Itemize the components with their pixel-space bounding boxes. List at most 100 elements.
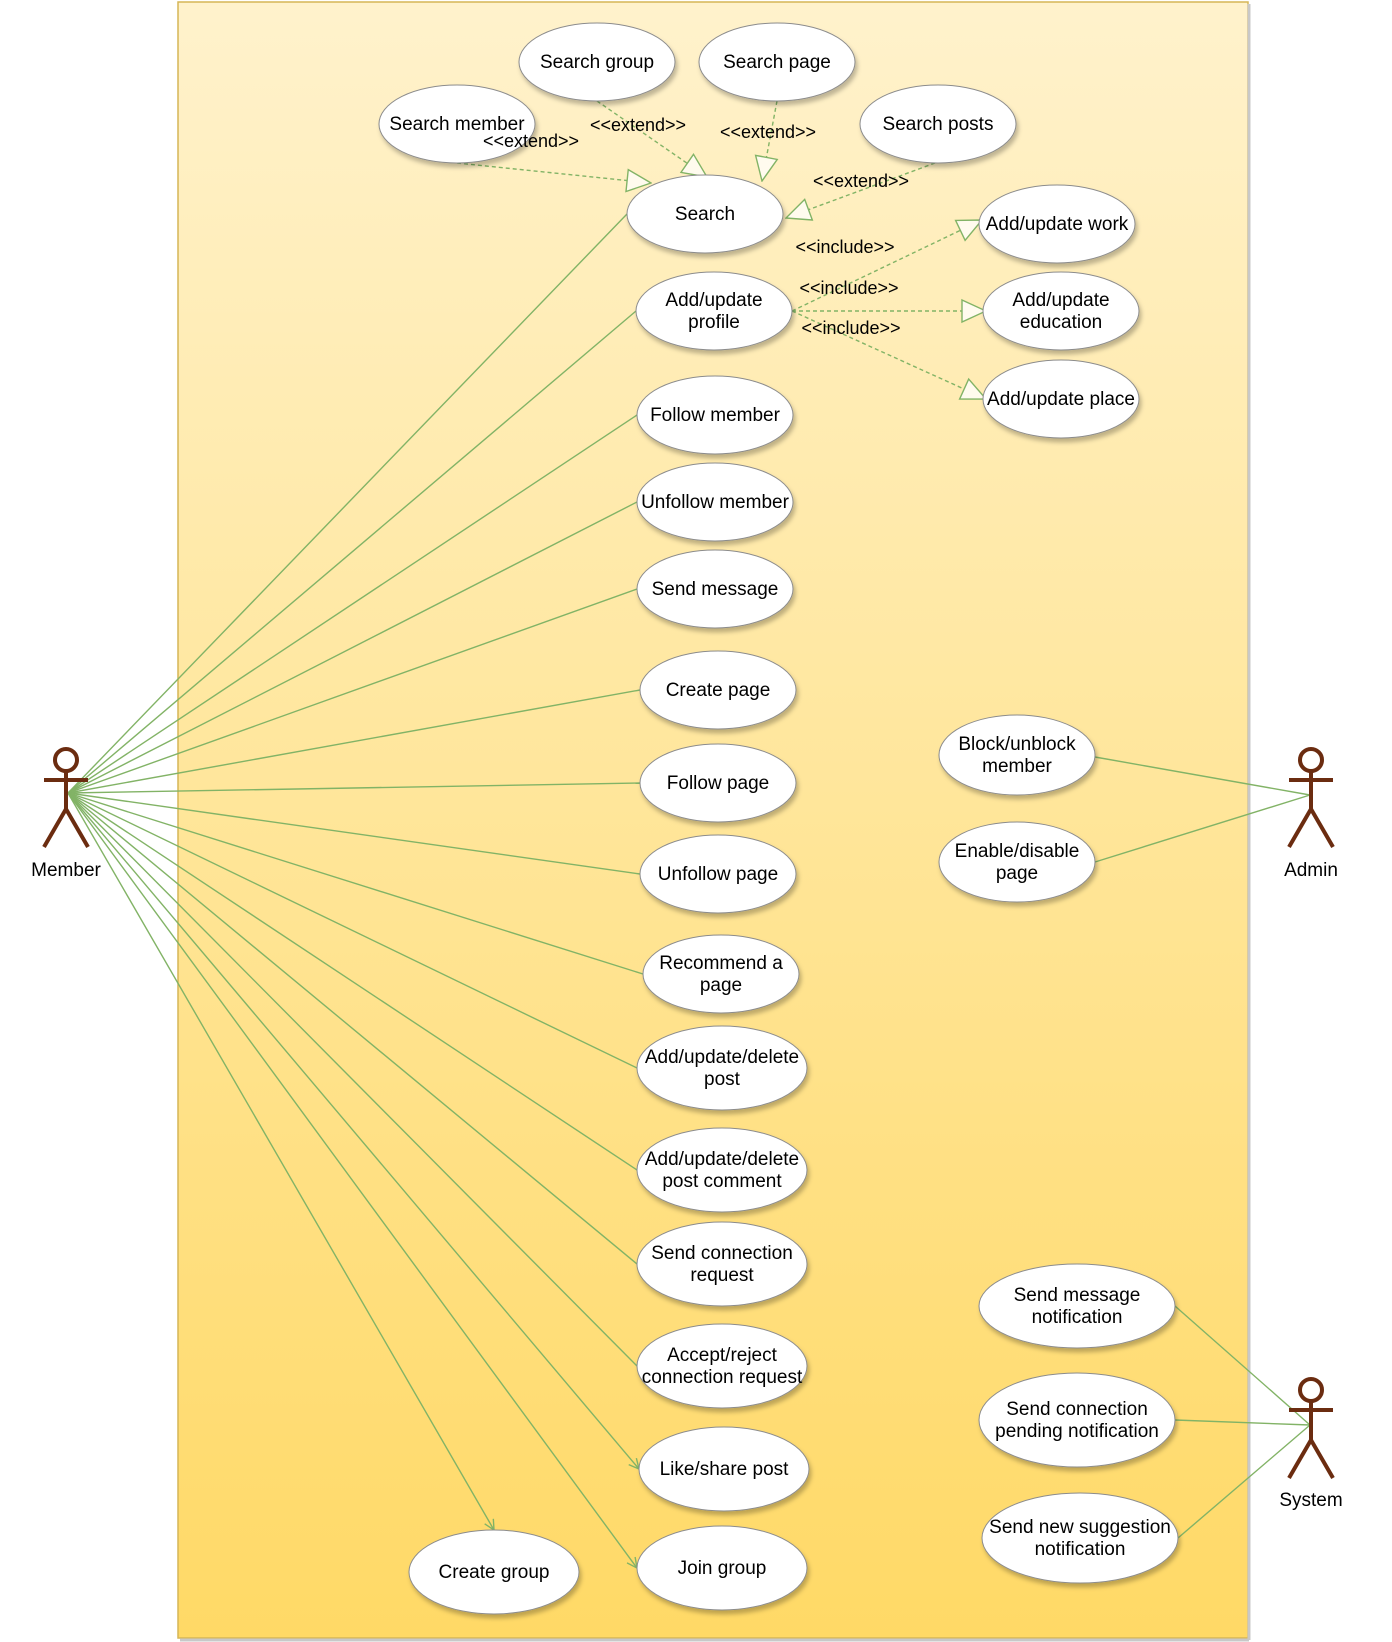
- use-case-join-group[interactable]: Join group: [636, 1525, 808, 1611]
- use-case-ellipse: [698, 22, 856, 102]
- dependency-line: [791, 220, 982, 312]
- use-case-ellipse: [638, 1426, 810, 1512]
- use-case-ellipse: [982, 359, 1140, 439]
- association-line: [67, 414, 638, 794]
- association-line: [67, 792, 638, 1367]
- include-label: <<include>>: [795, 237, 894, 257]
- use-case-ellipse: [642, 934, 800, 1014]
- use-case-ellipse: [378, 84, 536, 164]
- association-line: [67, 310, 637, 794]
- use-case-label: Follow member: [650, 405, 781, 426]
- association-line: [67, 588, 638, 794]
- use-case-label: Add/update place: [987, 389, 1135, 410]
- use-case-label: post: [704, 1069, 741, 1090]
- use-case-label: Like/share post: [660, 1459, 790, 1480]
- stick-figure-icon: [1287, 747, 1335, 849]
- use-case-create-page[interactable]: Create page: [639, 650, 797, 730]
- association-line: [67, 792, 644, 975]
- use-case-search-group[interactable]: Search group: [518, 22, 676, 102]
- use-case-search-page[interactable]: Search page: [698, 22, 856, 102]
- dependency-lines: [456, 100, 986, 399]
- use-case-label: page: [996, 863, 1038, 884]
- relation-labels: <<extend>><<extend>><<extend>><<extend>>…: [483, 115, 909, 338]
- use-case-label: Send message: [652, 579, 779, 600]
- use-case-label: notification: [1032, 1307, 1123, 1328]
- use-case-label: request: [690, 1265, 754, 1286]
- use-case-follow-page[interactable]: Follow page: [639, 743, 797, 823]
- use-case-ellipse: [639, 834, 797, 914]
- use-case-ellipse: [982, 271, 1140, 351]
- use-case-search-posts[interactable]: Search posts: [859, 84, 1017, 164]
- use-case-create-group[interactable]: Create group: [408, 1529, 580, 1615]
- include-label: <<include>>: [801, 318, 900, 338]
- use-case-search[interactable]: Search: [626, 174, 784, 254]
- use-case-label: Search page: [723, 52, 831, 73]
- use-case-label: Block/unblock: [958, 734, 1076, 755]
- use-case-label: Add/update work: [986, 214, 1129, 235]
- use-case-label: Add/update: [665, 290, 762, 311]
- use-case-ellipse: [636, 1025, 808, 1111]
- use-case-send-message[interactable]: Send message: [636, 549, 794, 629]
- use-case-ellipse: [408, 1529, 580, 1615]
- association-line: [67, 792, 494, 1530]
- use-case-label: Add/update/delete: [645, 1149, 799, 1170]
- association-line: [67, 782, 641, 794]
- use-case-label: page: [700, 975, 742, 996]
- use-case-ellipse: [978, 1263, 1176, 1349]
- use-case-search-member[interactable]: Search member: [378, 84, 536, 164]
- actor-admin[interactable]: Admin: [1284, 747, 1338, 881]
- stick-figure-icon: [1287, 1377, 1335, 1480]
- association-line: [1094, 794, 1311, 863]
- use-case-ellipse: [636, 1323, 808, 1409]
- extend-label: <<extend>>: [483, 131, 579, 151]
- stick-figure-icon: [42, 747, 90, 849]
- use-case-follow-member[interactable]: Follow member: [636, 375, 794, 455]
- use-case-ellipse: [626, 174, 784, 254]
- association-line: [67, 213, 628, 794]
- use-case-label: Send new suggestion: [989, 1517, 1171, 1538]
- use-case-label: Search member: [389, 114, 525, 135]
- use-case-label: post comment: [662, 1171, 782, 1192]
- use-case-label: Unfollow page: [658, 864, 778, 885]
- association-lines: [67, 213, 1311, 1568]
- actor-admin-label: Admin: [1284, 860, 1338, 881]
- use-case-add-update-place[interactable]: Add/update place: [982, 359, 1140, 439]
- use-case-ellipse: [639, 743, 797, 823]
- use-case-label: Search group: [540, 52, 654, 73]
- use-case-ellipse: [636, 549, 794, 629]
- actor-system-label: System: [1279, 1490, 1342, 1511]
- association-line: [67, 689, 641, 794]
- extend-label: <<extend>>: [590, 115, 686, 135]
- actor-system[interactable]: System: [1279, 1377, 1343, 1511]
- use-case-add-update-work[interactable]: Add/update work: [978, 184, 1136, 264]
- use-case-ellipse: [518, 22, 676, 102]
- use-case-ellipse: [636, 462, 794, 542]
- include-label: <<include>>: [799, 278, 898, 298]
- use-case-ellipse: [938, 821, 1096, 903]
- use-case-label: Search: [675, 204, 735, 225]
- use-case-ellipse: [636, 1525, 808, 1611]
- use-case-label: education: [1020, 312, 1102, 333]
- use-case-label: Unfollow member: [641, 492, 789, 513]
- use-case-ellipse: [938, 714, 1096, 796]
- use-case-like-share-post[interactable]: Like/share post: [638, 1426, 810, 1512]
- use-case-unfollow-member[interactable]: Unfollow member: [636, 462, 794, 542]
- use-case-ellipse: [639, 650, 797, 730]
- use-case-unfollow-page[interactable]: Unfollow page: [639, 834, 797, 914]
- actor-member[interactable]: Member: [31, 747, 102, 881]
- use-case-label: connection request: [642, 1367, 803, 1388]
- use-case-label: Send message: [1014, 1285, 1141, 1306]
